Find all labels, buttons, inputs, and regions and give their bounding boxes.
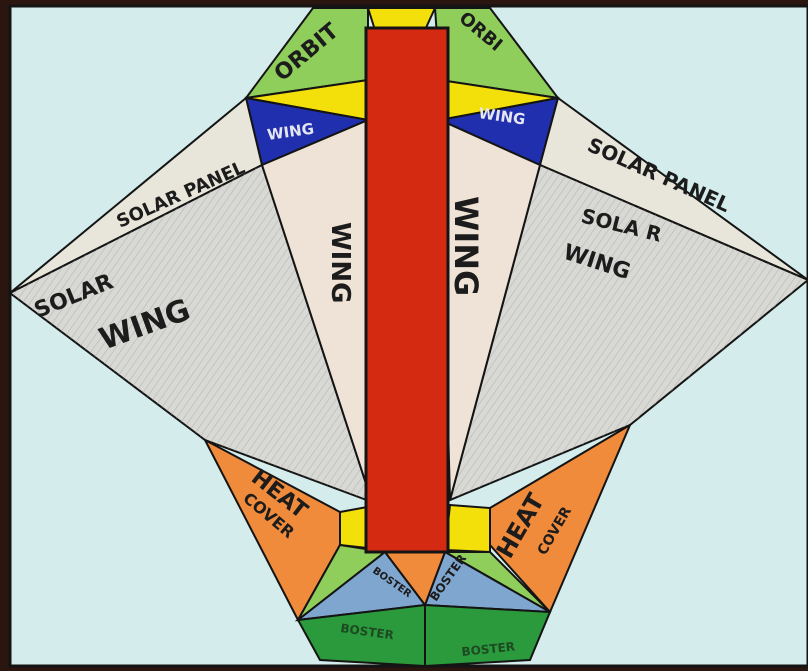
yellow-collar-right — [445, 505, 490, 552]
label-wing-center-right: WING — [447, 196, 485, 296]
label-wing-center-left: WING — [325, 222, 355, 303]
red-central-body — [366, 28, 448, 552]
booster-bottom-right — [425, 605, 550, 666]
